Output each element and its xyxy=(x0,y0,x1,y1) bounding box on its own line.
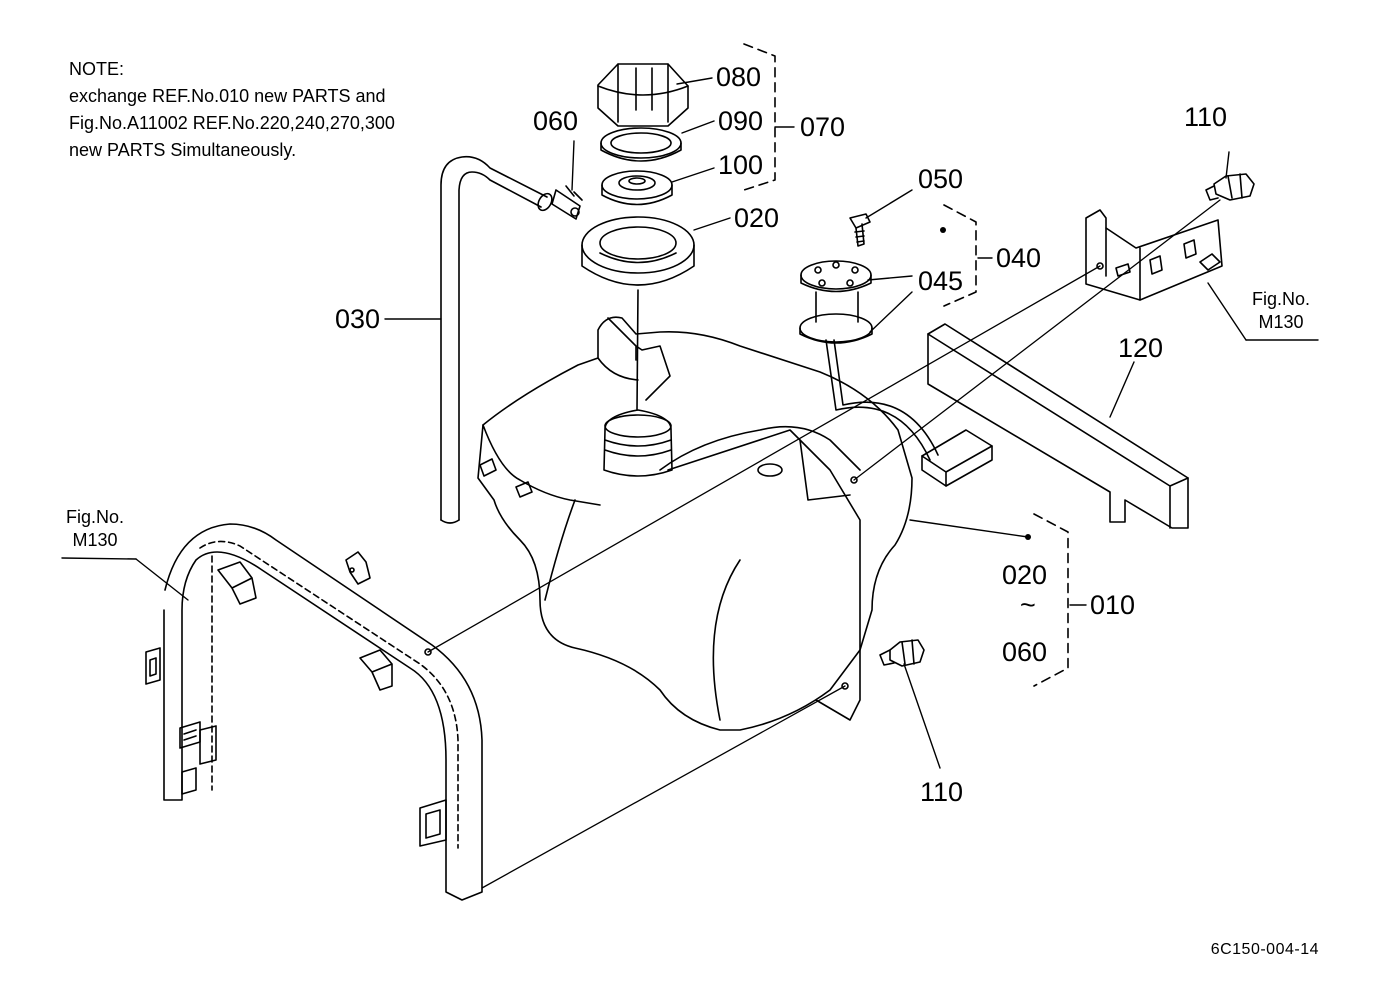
callout-090: 090 xyxy=(718,106,764,136)
callout-020-range: 020 xyxy=(1002,560,1048,590)
leader-lines xyxy=(61,77,1319,769)
strainer-100 xyxy=(601,170,673,206)
note-heading: NOTE: xyxy=(69,59,125,79)
drain-plug-110-top xyxy=(1205,173,1255,201)
callout-060-range: 060 xyxy=(1002,637,1048,667)
group-brackets xyxy=(743,43,1069,687)
note-line: Fig.No.A11002 REF.No.220,240,270,300 xyxy=(69,113,395,133)
rops-frame-m130 xyxy=(145,523,483,901)
figure-ref-label: Fig.No. xyxy=(66,507,125,527)
figure-ref-left: Fig.No. M130 xyxy=(66,506,124,552)
fuel-tank-010 xyxy=(477,316,913,731)
drain-plug-110-bottom xyxy=(879,639,925,667)
fuel-gauge-unit-045 xyxy=(799,260,939,461)
callout-080: 080 xyxy=(716,62,762,92)
assembly-lines xyxy=(427,199,1221,889)
callout-060-clip: 060 xyxy=(533,106,579,136)
float xyxy=(921,429,993,487)
gasket-090 xyxy=(600,127,682,162)
callout-120: 120 xyxy=(1118,333,1164,363)
breather-hose-030 xyxy=(440,155,553,524)
callout-030: 030 xyxy=(335,304,381,334)
mounting-bracket-plate xyxy=(1085,209,1223,301)
drawing-code: 6C150-004-14 xyxy=(1210,941,1319,958)
hose-clip-060 xyxy=(551,185,583,220)
callout-010: 010 xyxy=(1090,590,1136,620)
fuel-cap-080 xyxy=(597,63,689,127)
range-tilde: ~ xyxy=(1020,590,1036,620)
callout-100: 100 xyxy=(718,150,764,180)
figure-ref-right: Fig.No. M130 xyxy=(1252,288,1310,334)
support-bar-120 xyxy=(927,323,1189,529)
note-line: new PARTS Simultaneously. xyxy=(69,140,297,160)
callout-020-cap: 020 xyxy=(734,203,780,233)
callout-110-bottom: 110 xyxy=(920,777,964,807)
callout-040: 040 xyxy=(996,243,1042,273)
filler-neck-020 xyxy=(581,216,695,411)
figure-ref-number: M130 xyxy=(72,530,118,550)
figure-ref-number: M130 xyxy=(1258,312,1304,332)
note-line: exchange REF.No.010 new PARTS and xyxy=(69,86,386,106)
callout-050: 050 xyxy=(918,164,964,194)
callout-070: 070 xyxy=(800,112,846,142)
screw-050 xyxy=(849,213,871,247)
callout-045: 045 xyxy=(918,266,964,296)
figure-ref-label: Fig.No. xyxy=(1252,289,1311,309)
note-block: NOTE: exchange REF.No.010 new PARTS and … xyxy=(69,56,395,164)
callout-110-top: 110 xyxy=(1184,102,1228,132)
